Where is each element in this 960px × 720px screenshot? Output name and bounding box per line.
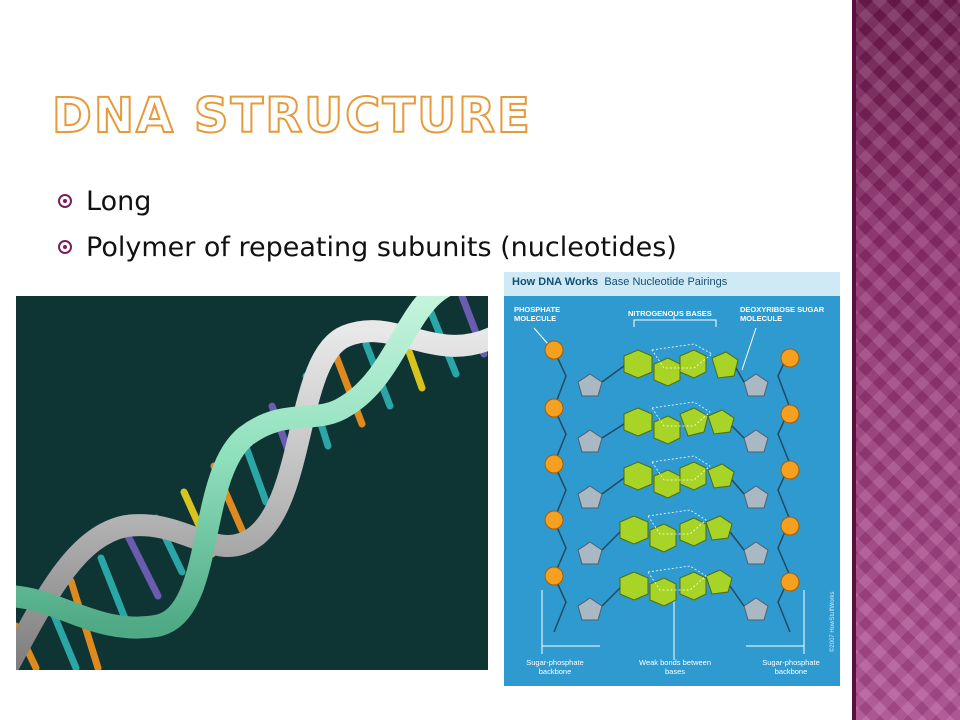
diagram-title: How DNA Works Base Nucleotide Pairings (512, 276, 727, 288)
label-nitrogenous-bases: NITROGENOUS BASES (628, 309, 712, 318)
diagram-copyright: ©2007 HowStuffWorks (830, 591, 836, 652)
label-phosphate: PHOSPHATE MOLECULE (514, 305, 561, 323)
bullet-icon (58, 194, 72, 208)
diagram-header (504, 272, 840, 296)
bullet-icon (58, 240, 72, 254)
base-pairing-graphic (533, 316, 805, 660)
diagram-title-rest: Base Nucleotide Pairings (604, 276, 728, 288)
base-pairing-diagram: How DNA Works Base Nucleotide Pairings P… (504, 272, 840, 686)
bullet-text: Long (86, 185, 152, 217)
label-weak-bonds: Weak bonds between bases (639, 658, 711, 676)
bullet-item: Long (58, 178, 677, 224)
bullet-item: Polymer of repeating subunits (nucleotid… (58, 224, 677, 270)
label-left-backbone: Sugar-phosphate backbone (526, 658, 584, 676)
bullet-text: Polymer of repeating subunits (nucleotid… (86, 231, 677, 263)
label-deoxyribose: DEOXYRIBOSE SUGAR MOLECULE (740, 305, 825, 323)
slide-title: DNA Structure (51, 88, 532, 144)
label-right-backbone: Sugar-phosphate backbone (762, 658, 820, 676)
bullet-list: Long Polymer of repeating subunits (nucl… (58, 178, 677, 270)
side-band-edge (852, 0, 856, 720)
diagram-title-bold: How DNA Works (512, 276, 599, 288)
dna-helix-graphic (16, 296, 488, 670)
dna-helix-image (16, 296, 488, 670)
side-decorative-band (856, 0, 960, 720)
